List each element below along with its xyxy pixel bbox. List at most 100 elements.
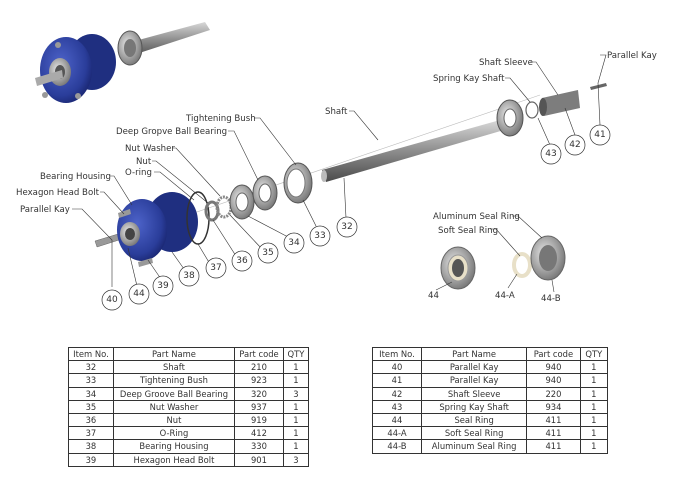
- cell-part-name: Bearing Housing: [112, 439, 236, 454]
- cell-item-no: 44: [372, 412, 422, 428]
- header-part-name: Part Name: [420, 346, 528, 362]
- cell-item-no: 43: [372, 399, 422, 414]
- cell-part-code: 923: [234, 373, 284, 388]
- cell-part-name: Tightening Bush: [112, 373, 236, 388]
- cell-part-code: 901: [234, 452, 284, 467]
- balloon-37: 37: [210, 263, 221, 273]
- cell-qty: 1: [579, 373, 609, 388]
- cell-qty: 1: [282, 412, 310, 428]
- cell-qty: 1: [579, 360, 609, 375]
- cell-part-code: 940: [526, 360, 581, 375]
- cell-item-no: 33: [68, 373, 114, 388]
- callout-o-ring: O-ring: [125, 168, 152, 178]
- cell-item-no: 34: [68, 386, 114, 401]
- item-balloons: [101, 124, 611, 311]
- header-item-no: Item No.: [68, 346, 114, 362]
- cell-qty: 1: [282, 360, 310, 375]
- callout-bearing-housing: Bearing Housing: [40, 172, 111, 182]
- cell-qty: 3: [282, 452, 310, 467]
- exploded-assembly-drawing: Parallel Kay Hexagon Head Bolt Bearing H…: [16, 22, 657, 311]
- cell-qty: 1: [579, 386, 609, 401]
- header-qty: QTY: [579, 346, 609, 362]
- seal-rings-image: [440, 235, 566, 290]
- cell-part-name: O-Ring: [112, 426, 236, 441]
- balloon-33: 33: [314, 231, 325, 241]
- header-qty: QTY: [282, 346, 310, 362]
- callout-tightening-bush: Tightening Bush: [185, 114, 256, 124]
- cell-part-name: Spring Kay Shaft: [420, 399, 528, 414]
- cell-part-code: 411: [526, 412, 581, 428]
- balloon-40: 40: [106, 295, 118, 305]
- seal-label-44: 44: [428, 291, 439, 301]
- cell-item-no: 44-B: [372, 439, 422, 454]
- cell-item-no: 36: [68, 412, 114, 428]
- cell-part-name: Deep Groove Ball Bearing: [112, 386, 236, 401]
- balloon-35: 35: [262, 248, 273, 258]
- balloon-34: 34: [288, 238, 300, 248]
- cell-part-name: Hexagon Head Bolt: [112, 452, 236, 467]
- cell-part-name: Parallel Kay: [420, 373, 528, 388]
- cell-qty: 1: [282, 373, 310, 388]
- seal-label-44-b: 44-B: [541, 294, 561, 304]
- cell-qty: 3: [282, 386, 310, 401]
- cell-qty: 1: [282, 439, 310, 454]
- assembled-pump-image: [35, 22, 210, 103]
- cell-item-no: 35: [68, 399, 114, 414]
- cell-part-name: Nut: [112, 412, 236, 428]
- balloon-42: 42: [569, 140, 580, 150]
- balloon-36: 36: [236, 256, 248, 266]
- callout-aluminum-seal-ring: Aluminum Seal Ring: [433, 212, 520, 222]
- callout-deep-groove-ball-bearing: Deep Gropve Ball Bearing: [116, 127, 227, 137]
- cell-part-name: Nut Washer: [112, 399, 236, 414]
- cell-qty: 1: [579, 426, 609, 441]
- balloon-41: 41: [594, 130, 605, 140]
- callout-parallel-kay-left: Parallel Kay: [20, 205, 70, 215]
- callout-spring-kay-shaft: Spring Kay Shaft: [433, 74, 505, 84]
- cell-part-code: 320: [234, 386, 284, 401]
- cell-item-no: 38: [68, 439, 114, 454]
- exploded-parts-image: [94, 83, 607, 267]
- cell-qty: 1: [282, 426, 310, 441]
- cell-qty: 1: [579, 399, 609, 414]
- balloon-39: 39: [157, 281, 169, 291]
- callout-hexagon-head-bolt: Hexagon Head Bolt: [16, 188, 100, 198]
- callout-shaft: Shaft: [325, 107, 348, 117]
- header-part-name: Part Name: [112, 346, 236, 362]
- cell-qty: 1: [579, 412, 609, 428]
- cell-qty: 1: [579, 439, 609, 454]
- table-header-row: Item No. Part Name Part code QTY: [68, 346, 310, 362]
- balloon-38: 38: [183, 271, 195, 281]
- cell-item-no: 39: [68, 452, 114, 467]
- cell-qty: 1: [282, 399, 310, 414]
- cell-part-code: 330: [234, 439, 284, 454]
- cell-part-name: Seal Ring: [420, 412, 528, 428]
- cell-item-no: 44-A: [372, 426, 422, 441]
- cell-part-code: 220: [526, 386, 581, 401]
- callout-parallel-kay-right: Parallel Kay: [607, 51, 657, 61]
- header-part-code: Part code: [234, 346, 284, 362]
- callout-shaft-sleeve: Shaft Sleeve: [479, 58, 533, 68]
- cell-item-no: 37: [68, 426, 114, 441]
- header-item-no: Item No.: [372, 346, 422, 362]
- balloon-44: 44: [133, 289, 145, 299]
- cell-part-name: Shaft Sleeve: [420, 386, 528, 401]
- cell-part-code: 210: [234, 360, 284, 375]
- cell-part-name: Parallel Kay: [420, 360, 528, 375]
- callout-labels: Parallel Kay Hexagon Head Bolt Bearing H…: [16, 51, 657, 304]
- cell-part-code: 934: [526, 399, 581, 414]
